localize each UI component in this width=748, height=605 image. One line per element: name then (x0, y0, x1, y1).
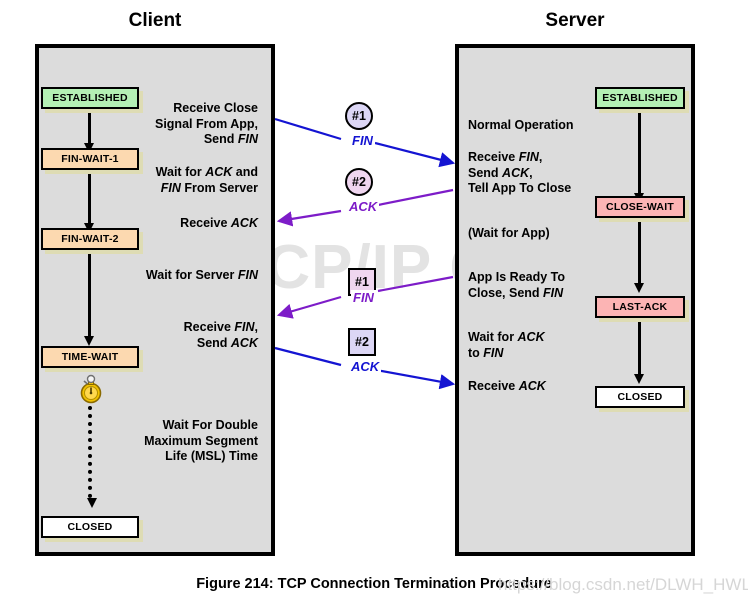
message-marker-1: #1 (345, 102, 373, 130)
client-arrow-1 (88, 112, 91, 144)
client-note-5: Receive FIN,Send ACK (183, 320, 258, 350)
client-arrow-3 (88, 253, 91, 337)
figure-caption: Figure 214: TCP Connection Termination P… (196, 576, 552, 592)
message-label-2: ACK (347, 199, 380, 214)
message-label-3: FIN (351, 290, 376, 305)
client-state-closed: CLOSED (41, 516, 139, 538)
client-arrow-dotted (86, 406, 97, 508)
server-heading: Server (545, 10, 605, 31)
server-state-last-ack: LAST-ACK (595, 296, 685, 318)
client-state-fin-wait-1: FIN-WAIT-1 (41, 148, 139, 170)
arrow-ack-2-right (377, 188, 454, 207)
server-state-closed: CLOSED (595, 386, 685, 408)
server-state-close-wait: CLOSE-WAIT (595, 196, 685, 218)
server-note-6: Receive ACK (468, 379, 546, 393)
client-state-established: ESTABLISHED (41, 87, 139, 109)
server-note-1: Normal Operation (468, 118, 574, 132)
arrow-fin-1-right (374, 141, 456, 168)
client-note-3: Receive ACK (180, 216, 258, 230)
client-state-fin-wait-2: FIN-WAIT-2 (41, 228, 139, 250)
arrow-fin-3-right (377, 275, 454, 293)
server-arrow-3 (638, 321, 641, 375)
server-arrow-2 (638, 221, 641, 284)
client-state-time-wait: TIME-WAIT (41, 346, 139, 368)
message-label-4: ACK (349, 359, 382, 374)
message-marker-2: #2 (345, 168, 373, 196)
arrow-ack-4-right (375, 368, 456, 390)
client-note-4: Wait for Server FIN (145, 268, 258, 282)
client-panel (35, 44, 275, 556)
server-state-established: ESTABLISHED (595, 87, 685, 109)
server-note-2: Receive FIN,Send ACK,Tell App To Close (468, 150, 572, 195)
stopwatch-icon (77, 374, 103, 404)
arrow-ack-2-left (276, 209, 342, 227)
server-note-3: (Wait for App) (468, 226, 550, 240)
message-label-1: FIN (350, 133, 375, 148)
arrow-fin-3-left (276, 295, 342, 319)
client-arrow-2 (88, 173, 91, 224)
server-arrow-1 (638, 112, 641, 194)
message-marker-4: #2 (348, 328, 376, 356)
arrow-ack-4-left (274, 346, 342, 367)
client-heading: Client (128, 10, 182, 31)
arrow-fin-1-left (274, 117, 342, 141)
